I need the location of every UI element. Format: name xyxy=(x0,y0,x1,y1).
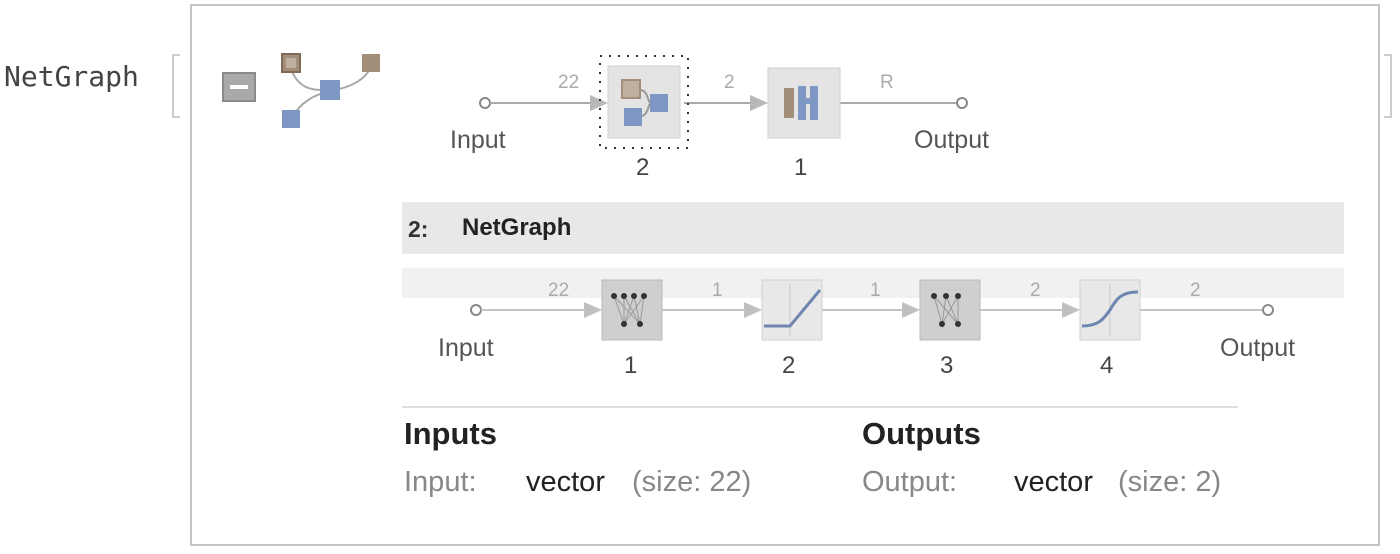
right-bracket xyxy=(1384,54,1392,118)
sub-edge-label-1: 22 xyxy=(548,280,570,301)
output-port-dot xyxy=(956,97,968,109)
input-port-size: (size: 22) xyxy=(632,466,752,498)
input-port-name: Input: xyxy=(404,466,477,498)
sub-edge-label-3: 1 xyxy=(870,280,881,301)
top-edge-label-1: 22 xyxy=(558,72,580,93)
top-node-2[interactable] xyxy=(599,55,689,149)
separator-line xyxy=(402,406,1238,408)
inputs-heading: Inputs xyxy=(404,416,497,451)
top-node-2-index: 2 xyxy=(636,154,650,181)
input-port-type: vector xyxy=(526,466,605,498)
sub-node-1[interactable] xyxy=(601,279,663,341)
section-header-bar xyxy=(402,202,1344,254)
sub-node-3[interactable] xyxy=(919,279,981,341)
top-edge-label-2: 2 xyxy=(724,72,735,93)
sub-edge-label-5: 2 xyxy=(1190,280,1201,301)
sub-output-label: Output xyxy=(1220,334,1296,362)
sub-node-2-index: 2 xyxy=(782,352,796,379)
sub-node-3-index: 3 xyxy=(940,352,954,379)
section-index: 2: xyxy=(408,216,429,242)
collapse-button[interactable] xyxy=(222,72,256,102)
output-port-size: (size: 2) xyxy=(1118,466,1222,498)
netgraph-icon xyxy=(281,53,380,128)
subgraph-row-background xyxy=(402,268,1344,298)
section-title: NetGraph xyxy=(462,214,572,241)
top-edge-label-3: R xyxy=(880,72,894,93)
top-node-1-index: 1 xyxy=(794,154,808,181)
sub-node-1-index: 1 xyxy=(624,352,638,379)
sub-edge-label-4: 2 xyxy=(1030,280,1041,301)
sub-input-label: Input xyxy=(438,334,494,362)
sub-node-2[interactable] xyxy=(761,279,823,341)
sub-output-port-dot xyxy=(1262,304,1274,316)
outputs-heading: Outputs xyxy=(862,416,981,451)
sub-node-4-index: 4 xyxy=(1100,352,1114,379)
sub-node-4[interactable] xyxy=(1079,279,1141,341)
output-port-name: Output: xyxy=(862,466,958,498)
sub-edge-label-2: 1 xyxy=(712,280,723,301)
netgraph-symbol: NetGraph xyxy=(4,60,139,93)
top-output-label: Output xyxy=(914,126,990,154)
top-node-1[interactable] xyxy=(767,67,841,139)
sub-input-port-dot xyxy=(470,304,482,316)
top-input-label: Input xyxy=(450,126,506,154)
output-port-type: vector xyxy=(1014,466,1093,498)
left-bracket xyxy=(172,54,180,118)
